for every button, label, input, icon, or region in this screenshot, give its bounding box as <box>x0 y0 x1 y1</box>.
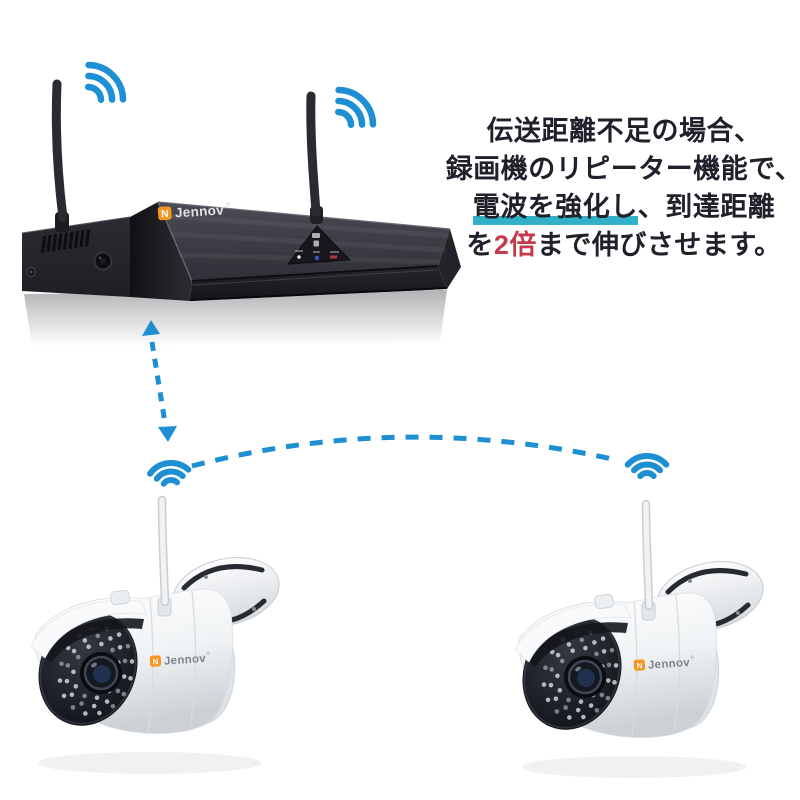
brand-icon-letter: N <box>152 657 159 666</box>
vent-grille <box>40 229 91 254</box>
headline-line-4-post: まで伸びさせます。 <box>536 230 782 260</box>
status-led-panel <box>286 225 352 265</box>
power-led <box>297 255 301 259</box>
wifi-signal-icon-left <box>77 58 130 111</box>
brand-name: Jennov <box>175 202 225 220</box>
panel-icon-top <box>312 233 320 238</box>
headline-line-2: 録画機のリピーター機能で、 <box>445 154 800 184</box>
camera-right <box>506 504 770 745</box>
headline-line-1: 伝送距離不足の場合、 <box>486 116 762 146</box>
record-led <box>330 255 337 259</box>
camera-left: N Jennov ® <box>30 495 280 734</box>
registered-mark: ® <box>225 201 230 209</box>
arrow-up-head <box>142 320 160 336</box>
camera-right-shadow <box>522 756 746 778</box>
camera-antenna <box>157 495 172 617</box>
panel-icon-bottom <box>313 240 319 247</box>
headline-highlighted-phrase: 電波を強化し <box>472 192 638 225</box>
side-connector-small <box>25 266 37 278</box>
wifi-signal-icon-right <box>327 83 380 136</box>
headline: 伝送距離不足の場合、 録画機のリピーター機能で、 電波を強化し、到達距離 を2倍… <box>442 112 800 264</box>
camera-brand-logo: N Jennov ® <box>149 650 211 668</box>
headline-line-4: を2倍まで伸びさせます。 <box>442 226 800 264</box>
nvr-antenna-left <box>51 79 69 232</box>
network-led <box>314 255 320 261</box>
nvr-brand-logo: N Jennov ® <box>157 201 231 221</box>
camera-left-shadow <box>38 752 262 774</box>
headline-line-4-pre: を <box>466 230 494 260</box>
brand-icon <box>149 655 162 667</box>
arrow-down-head <box>158 426 177 442</box>
headline-emphasis: 2倍 <box>493 230 537 260</box>
brand-icon-letter: N <box>161 208 169 220</box>
wireless-link-arc <box>191 434 613 469</box>
sun-shield <box>30 599 148 663</box>
adjust-knob <box>110 590 130 605</box>
camera-lens <box>80 652 122 694</box>
wifi-icon-camera-right <box>628 456 667 476</box>
registered-mark: ® <box>206 650 210 657</box>
brand-icon <box>157 206 172 221</box>
nvr-antenna-right <box>306 91 323 224</box>
nvr-recorder: N Jennov ® <box>21 79 461 346</box>
wifi-icon-camera-left <box>149 461 189 485</box>
side-connector-large <box>93 251 113 271</box>
nvr-reflection <box>24 290 447 346</box>
headline-line-3-rest: 、到達距離 <box>637 192 776 222</box>
bidirectional-arrow <box>142 320 177 442</box>
brand-name: Jennov <box>164 653 207 668</box>
headline-line-3: 電波を強化し、到達距離 <box>442 188 800 226</box>
